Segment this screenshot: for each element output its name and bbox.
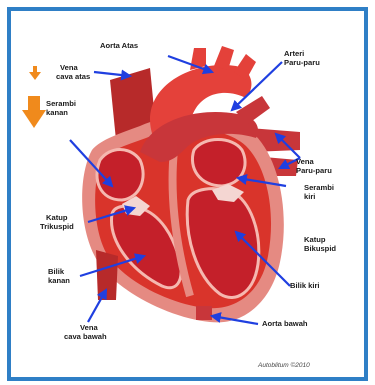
label-serambi-kiri: Serambi kiri bbox=[304, 184, 334, 201]
blood-flow-arrow-small bbox=[29, 66, 41, 80]
heart-illustration bbox=[82, 46, 300, 322]
label-bilik-kiri: Bilik kiri bbox=[290, 282, 320, 291]
label-paru-text: Paru-paru bbox=[296, 167, 332, 176]
label-bilik-kanan-text: kanan bbox=[48, 277, 70, 286]
credit-text: Autoblitum ©2010 bbox=[258, 362, 310, 369]
label-bikuspid-text: Bikuspid bbox=[304, 245, 336, 254]
label-arteri-paru-paru: Arteri Paru-paru bbox=[284, 50, 320, 67]
label-bilik-kanan: Bilik kanan bbox=[48, 268, 70, 285]
label-katup-bikuspid: Katup Bikuspid bbox=[304, 236, 336, 253]
label-cava-bawah-text: cava bawah bbox=[64, 333, 107, 342]
label-bilik-kiri-text: Bilik kiri bbox=[290, 282, 320, 291]
blood-flow-arrow-large bbox=[22, 96, 46, 128]
label-aorta-atas: Aorta Atas bbox=[100, 42, 138, 51]
label-aorta-bawah-text: Aorta bawah bbox=[262, 320, 308, 329]
label-kiri-text: kiri bbox=[304, 193, 334, 202]
label-paru-paru-text: Paru-paru bbox=[284, 59, 320, 68]
label-vena-paru-paru: Vena Paru-paru bbox=[296, 158, 332, 175]
label-kanan-text: kanan bbox=[46, 109, 76, 118]
label-cava-atas-text: cava atas bbox=[56, 73, 90, 82]
pointer-arrow-vena-cava-atas bbox=[94, 72, 130, 76]
label-aorta-bawah: Aorta bawah bbox=[262, 320, 308, 329]
label-serambi-kanan: Serambi kanan bbox=[46, 100, 76, 117]
label-trikuspid-text: Trikuspid bbox=[40, 223, 74, 232]
label-aorta-atas-text: Aorta Atas bbox=[100, 42, 138, 51]
label-vena-cava-atas: Vena cava atas bbox=[56, 64, 90, 81]
pointer-arrow-vena-cava-bawah bbox=[88, 290, 106, 322]
label-katup-trikuspid: Katup Trikuspid bbox=[40, 214, 74, 231]
label-vena-cava-bawah: Vena cava bawah bbox=[64, 324, 107, 341]
